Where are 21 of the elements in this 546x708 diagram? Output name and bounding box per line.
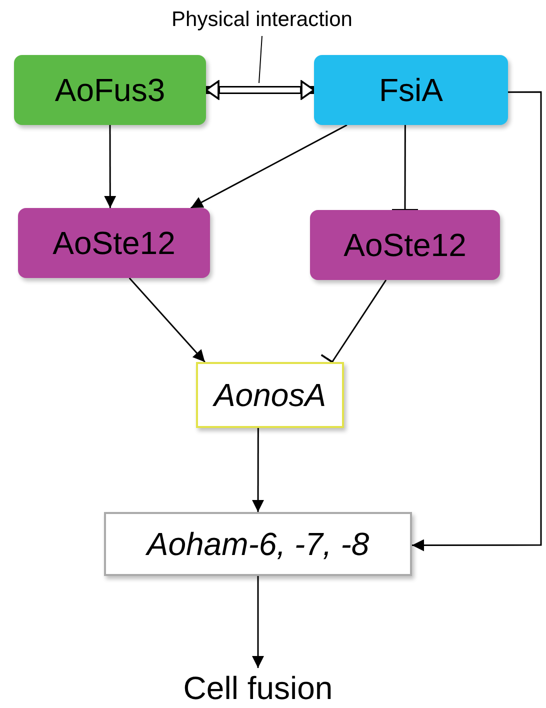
arrow: [104, 125, 116, 208]
gene-box: [104, 512, 412, 576]
protein-box: [18, 208, 210, 278]
arrow: [190, 124, 348, 209]
node-label: FsiA: [379, 72, 443, 108]
protein-box: [314, 55, 508, 125]
inhibition-line: [392, 125, 418, 212]
arrow: [252, 576, 264, 668]
arrow: [252, 428, 264, 512]
node-label: Aoham-6, -7, -8: [146, 526, 370, 562]
double-arrow: [205, 80, 315, 100]
node-label: Cell fusion: [183, 670, 333, 706]
gene-box: [196, 362, 344, 428]
node-label: AoSte12: [344, 226, 466, 264]
arrow: [128, 278, 206, 362]
protein-box: [14, 55, 206, 125]
protein-box: [310, 210, 500, 280]
node-label: AonosA: [214, 376, 326, 414]
node-label: AoSte12: [52, 224, 176, 262]
node-label: AoFus3: [54, 72, 166, 108]
arrow: [412, 91, 542, 552]
